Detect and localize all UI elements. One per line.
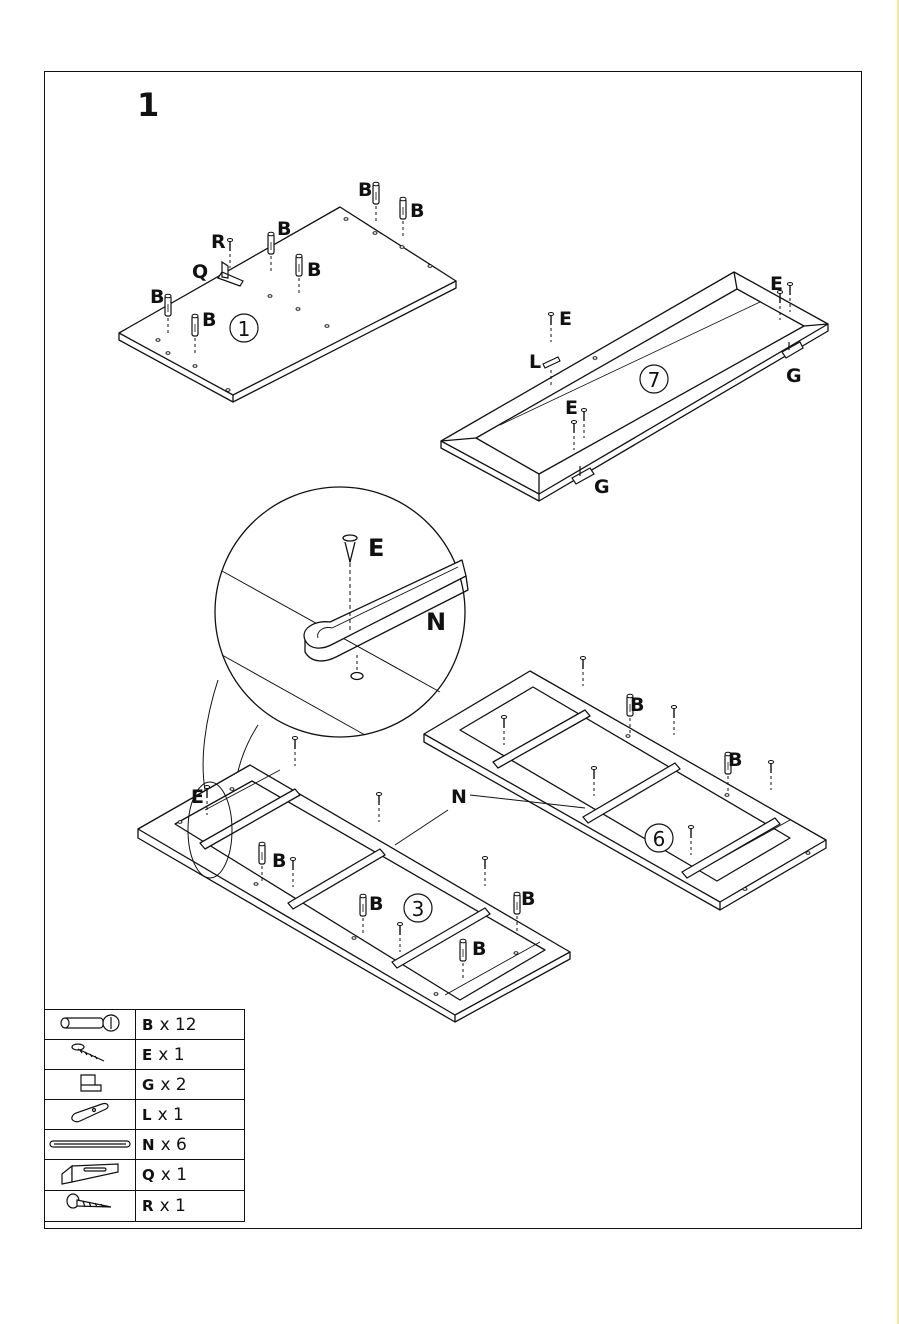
part-quantity: x 12 [159, 1015, 196, 1035]
part-quantity: x 1 [158, 1105, 184, 1125]
part-letter: L [142, 1106, 152, 1124]
panel-number-7: 7 [648, 368, 661, 392]
rail-icon [45, 1130, 136, 1160]
label-b: B [472, 938, 486, 960]
part-letter: G [142, 1076, 154, 1094]
label-b: B [728, 749, 742, 771]
panel-number-3: 3 [412, 897, 425, 921]
part-quantity: x 1 [158, 1045, 184, 1065]
label-e: E [770, 273, 783, 295]
frame-panel-6 [424, 671, 826, 910]
part-letter: N [142, 1136, 155, 1154]
detail-magnifier [203, 487, 468, 810]
wood-screw-icon [45, 1191, 136, 1222]
panel-number-1: 1 [238, 317, 251, 341]
part-letter: Q [142, 1166, 155, 1184]
part-letter: E [142, 1046, 152, 1064]
label-e: E [565, 397, 578, 419]
label-b: B [410, 200, 424, 222]
label-b: B [272, 850, 286, 872]
part-quantity: x 1 [160, 1196, 186, 1216]
label-b: B [307, 259, 321, 281]
part-quantity: x 1 [161, 1165, 187, 1185]
screw-icon [45, 1040, 136, 1070]
bracket-icon [45, 1070, 136, 1100]
label-e: E [368, 534, 384, 562]
frame-panel-7 [441, 272, 828, 501]
label-l: L [529, 351, 541, 373]
label-g: G [786, 365, 802, 387]
label-n: N [451, 786, 467, 808]
label-b: B [521, 888, 535, 910]
part-quantity: x 2 [160, 1075, 186, 1095]
label-b: B [358, 179, 372, 201]
label-q: Q [192, 261, 208, 283]
panel-number-6: 6 [653, 827, 666, 851]
label-b: B [369, 893, 383, 915]
label-g: G [594, 476, 610, 498]
cam-dowel-icon [45, 1010, 136, 1040]
part-letter: B [142, 1016, 153, 1034]
label-b: B [277, 218, 291, 240]
part-quantity: x 6 [161, 1135, 187, 1155]
angle-bracket-icon [45, 1160, 136, 1191]
link-plate-icon [45, 1100, 136, 1130]
label-b: B [202, 309, 216, 331]
label-e: E [191, 786, 204, 808]
label-b: B [150, 286, 164, 308]
label-b: B [630, 694, 644, 716]
label-e: E [559, 308, 572, 330]
part-letter: R [142, 1197, 154, 1215]
label-r: R [211, 231, 226, 253]
label-n: N [426, 608, 446, 636]
